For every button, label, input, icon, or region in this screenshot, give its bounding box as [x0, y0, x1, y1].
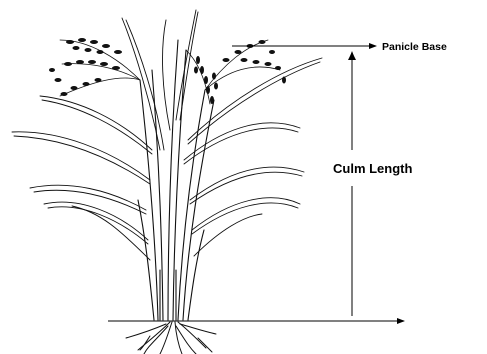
- roots: [126, 322, 216, 354]
- leaves: [12, 10, 322, 260]
- culm-length-top-arrow: [348, 52, 356, 60]
- panicle-base-label: Panicle Base: [382, 41, 447, 53]
- annotation-lines: [232, 46, 376, 316]
- culm-length-label: Culm Length: [333, 161, 412, 176]
- panicles: [49, 38, 286, 104]
